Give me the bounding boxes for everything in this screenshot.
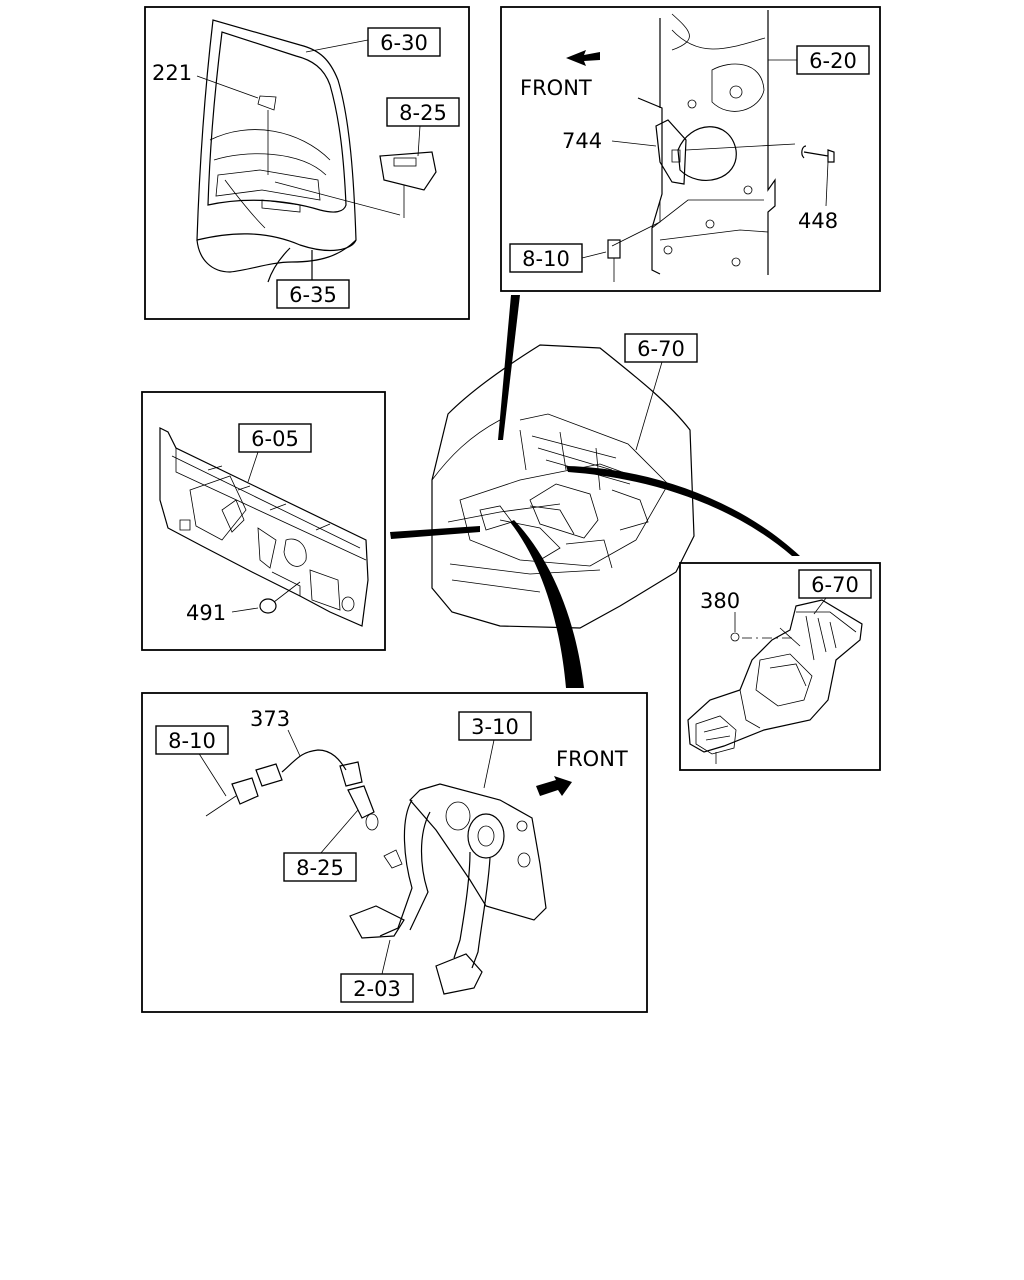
- switch-ref-label: 8-25: [399, 101, 447, 125]
- pedal-switch-ref-box: [283, 852, 357, 882]
- pillar-panel: FRONT 6-20 744 448 8-10: [500, 6, 881, 292]
- pedal-harness-ref-label: 8-10: [168, 729, 216, 753]
- harness-ref-box: [509, 243, 583, 273]
- bracket-ref-box: [458, 711, 532, 741]
- plug-part-label: 380: [700, 589, 740, 613]
- pillar-illustration: [607, 10, 835, 282]
- floor-ref-box: [798, 569, 872, 599]
- pillar-panel-frame: [500, 6, 881, 292]
- body-ref-box: [796, 45, 870, 75]
- door-ref-box: [367, 27, 441, 57]
- door-panel: 6-30 221 8-25 6-35: [144, 6, 470, 320]
- trim-ref-label: 6-35: [289, 283, 337, 307]
- connector-shape: [231, 777, 259, 805]
- switch-ref-box: [386, 97, 460, 127]
- trim-ref-box: [276, 279, 350, 309]
- body-ref-label: 6-20: [809, 49, 857, 73]
- grommet-shape: [259, 598, 277, 614]
- cab-illustration: [431, 344, 695, 629]
- floor-panel-frame: [679, 562, 881, 771]
- leader-to-dash: [390, 526, 480, 539]
- dash-ref-box: [238, 423, 312, 453]
- pedal-switch-ref-label: 8-25: [296, 856, 344, 880]
- pedal-panel-frame: [141, 692, 648, 1013]
- door-panel-frame: [144, 6, 470, 320]
- floor-illustration: [687, 599, 863, 764]
- clutch-pedal-shape: [349, 905, 405, 939]
- bracket-ref-label: 3-10: [471, 715, 519, 739]
- door-ref-label: 6-30: [380, 31, 428, 55]
- screw-part-label: 448: [798, 209, 838, 233]
- leader-to-pillar: [498, 295, 520, 440]
- door-illustration: [196, 19, 437, 284]
- lamp-shape: [257, 95, 277, 111]
- switch-shape: [379, 151, 437, 191]
- pedal-harness-ref-box: [155, 725, 229, 755]
- pedal-ref-label: 2-03: [353, 977, 401, 1001]
- pedal-panel: FRONT 8-10 373 3-10 8-25 2-03: [141, 692, 648, 1013]
- pedal-ref-box: [340, 973, 414, 1003]
- cable-part-label: 373: [250, 707, 290, 731]
- pedal-front-arrow-icon: [536, 776, 572, 796]
- bracket-shape: [409, 783, 547, 921]
- front-arrow-icon: [566, 50, 600, 66]
- pillar-switch-shape: [655, 119, 687, 185]
- dash-panel-frame: [141, 391, 386, 651]
- dash-panel: 6-05 491: [141, 391, 386, 651]
- harness-ref-label: 8-10: [522, 247, 570, 271]
- cab-overview: 6-70: [390, 295, 800, 688]
- leader-to-pedal: [510, 520, 584, 688]
- leader-to-floor: [566, 466, 800, 556]
- screw-shape: [801, 145, 835, 163]
- pillar-front-label: FRONT: [520, 76, 592, 100]
- cab-floor-ref-box: [624, 333, 698, 363]
- plug-shape: [730, 632, 740, 642]
- switch-part-label: 744: [562, 129, 602, 153]
- grommet-part-label: 491: [186, 601, 226, 625]
- pedal-illustration: [205, 749, 547, 995]
- cab-floor-ref-label: 6-70: [637, 337, 685, 361]
- lamp-part-label: 221: [152, 61, 192, 85]
- brake-pedal-shape: [435, 953, 483, 995]
- floor-panel: 6-70 380: [679, 562, 881, 771]
- dash-illustration: [159, 427, 369, 627]
- floor-ref-label: 6-70: [811, 573, 859, 597]
- dash-ref-label: 6-05: [251, 427, 299, 451]
- pedal-front-label: FRONT: [556, 747, 628, 771]
